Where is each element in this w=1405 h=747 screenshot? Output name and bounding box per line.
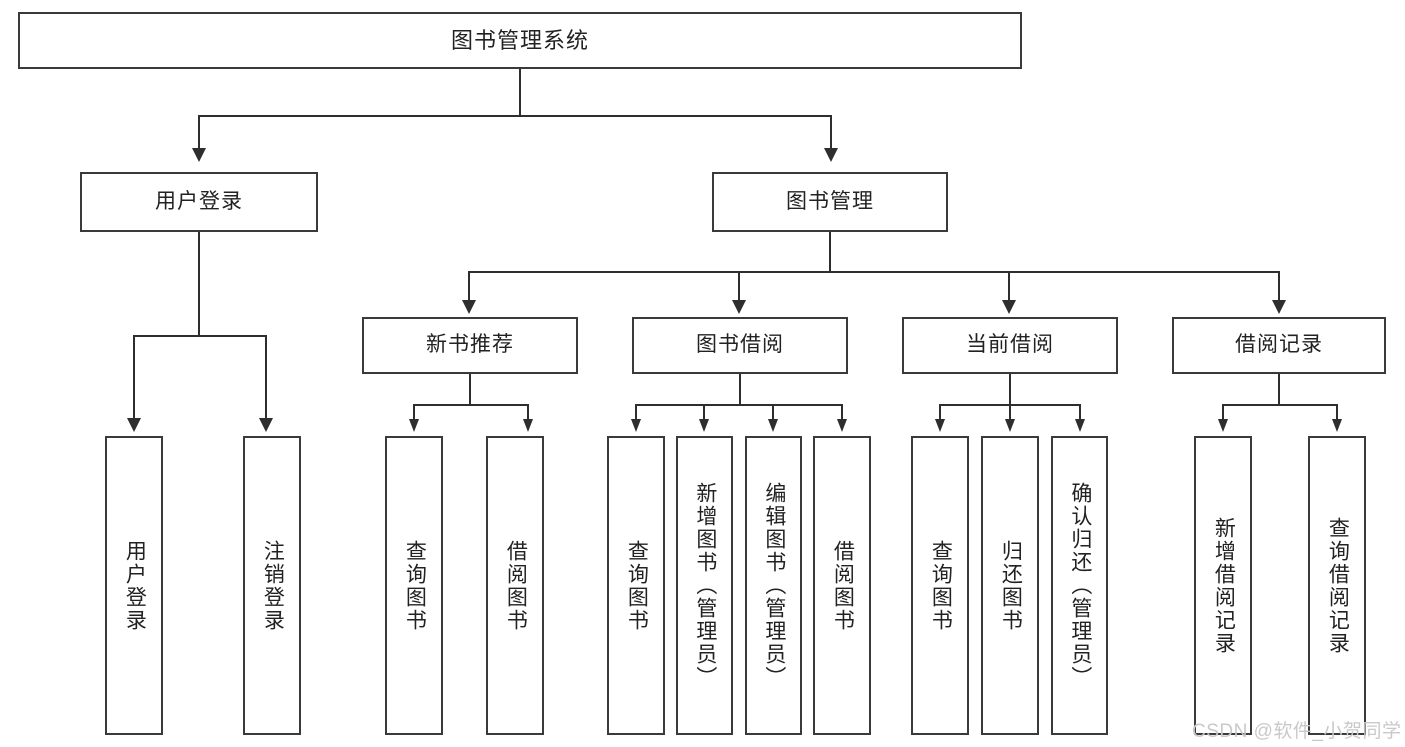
connector-to-book-borrow — [738, 271, 740, 301]
node-label: 归还图书 — [999, 539, 1023, 632]
node-label: 借阅图书 — [831, 539, 855, 632]
arrowhead-leaf-edit-book — [768, 419, 778, 432]
arrowhead-leaf-return-book — [1005, 419, 1015, 432]
connector-to-leaf-logout-login — [265, 335, 267, 419]
node-label: 查询图书 — [929, 539, 953, 632]
connector-to-leaf-edit-book — [772, 404, 774, 420]
connector-user-login-stem — [198, 232, 200, 336]
leaf-borrow-book-2[interactable]: 借阅图书 — [813, 436, 871, 735]
connector-root-bus — [198, 115, 832, 117]
node-label: 新增借阅记录 — [1212, 516, 1236, 655]
arrowhead-borrow-record — [1272, 300, 1286, 314]
connector-to-leaf-borrow-book-2 — [841, 404, 843, 420]
connector-to-leaf-add-book — [703, 404, 705, 420]
node-label: 查询图书 — [403, 539, 427, 632]
leaf-query-record[interactable]: 查询借阅记录 — [1308, 436, 1366, 735]
leaf-add-record[interactable]: 新增借阅记录 — [1194, 436, 1252, 735]
node-label: 新增图书（管理员） — [693, 482, 717, 689]
connector-to-leaf-return-book — [1009, 404, 1011, 420]
arrowhead-leaf-logout-login — [259, 418, 273, 432]
connector-new-book-recommend-stem — [469, 374, 471, 405]
arrowhead-book-borrow — [732, 300, 746, 314]
arrowhead-leaf-borrow-book-1 — [523, 419, 533, 432]
connector-new-book-recommend-bus — [413, 404, 529, 406]
node-label: 用户登录 — [155, 189, 243, 213]
arrowhead-leaf-confirm-return — [1075, 419, 1085, 432]
csdn-watermark: CSDN @软件_小贺同学 — [1192, 721, 1402, 742]
connector-to-borrow-record — [1278, 271, 1280, 301]
leaf-query-book-3[interactable]: 查询图书 — [911, 436, 969, 735]
leaf-query-book-2[interactable]: 查询图书 — [607, 436, 665, 735]
arrowhead-current-borrow — [1002, 300, 1016, 314]
arrowhead-leaf-borrow-book-2 — [837, 419, 847, 432]
connector-to-leaf-add-record — [1222, 404, 1224, 420]
arrowhead-book-management — [824, 148, 838, 162]
connector-to-new-book-recommend — [468, 271, 470, 301]
connector-root-to-user-login — [198, 115, 200, 151]
node-new-book-recommend[interactable]: 新书推荐 — [362, 317, 578, 374]
connector-to-leaf-query-record — [1336, 404, 1338, 420]
connector-book-management-stem — [829, 232, 831, 272]
connector-to-current-borrow — [1008, 271, 1010, 301]
node-label: 编辑图书（管理员） — [762, 482, 786, 689]
node-label: 图书借阅 — [696, 333, 784, 357]
connector-book-borrow-stem — [739, 374, 741, 405]
arrowhead-leaf-query-record — [1332, 419, 1342, 432]
connector-book-borrow-bus — [635, 404, 843, 406]
arrowhead-new-book-recommend — [462, 300, 476, 314]
node-label: 查询图书 — [625, 539, 649, 632]
node-current-borrow[interactable]: 当前借阅 — [902, 317, 1118, 374]
node-user-login[interactable]: 用户登录 — [80, 172, 318, 232]
leaf-return-book[interactable]: 归还图书 — [981, 436, 1039, 735]
connector-to-leaf-user-login — [133, 335, 135, 419]
connector-root-stem — [519, 69, 521, 116]
leaf-edit-book[interactable]: 编辑图书（管理员） — [745, 436, 802, 735]
connector-root-to-book-management — [830, 115, 832, 151]
connector-to-leaf-confirm-return — [1079, 404, 1081, 420]
leaf-query-book-1[interactable]: 查询图书 — [385, 436, 443, 735]
node-label: 图书管理 — [786, 189, 874, 213]
arrowhead-leaf-add-book — [699, 419, 709, 432]
leaf-user-login[interactable]: 用户登录 — [105, 436, 163, 735]
connector-level3-bus — [468, 271, 1280, 273]
node-label: 借阅图书 — [504, 539, 528, 632]
connector-to-leaf-borrow-book-1 — [527, 404, 529, 420]
arrowhead-leaf-query-book-1 — [409, 419, 419, 432]
connector-borrow-record-bus — [1222, 404, 1338, 406]
node-label: 图书管理系统 — [450, 27, 589, 53]
node-label: 用户登录 — [123, 539, 147, 632]
connector-to-leaf-query-book-3 — [939, 404, 941, 420]
leaf-logout-login[interactable]: 注销登录 — [243, 436, 301, 735]
connector-to-leaf-query-book-2 — [635, 404, 637, 420]
connector-user-login-bus — [133, 335, 267, 337]
arrowhead-leaf-add-record — [1218, 419, 1228, 432]
node-borrow-record[interactable]: 借阅记录 — [1172, 317, 1386, 374]
arrowhead-leaf-user-login — [127, 418, 141, 432]
node-label: 新书推荐 — [426, 333, 514, 357]
arrowhead-leaf-query-book-2 — [631, 419, 641, 432]
node-label: 确认归还（管理员） — [1068, 482, 1092, 689]
node-root-system[interactable]: 图书管理系统 — [18, 12, 1022, 69]
arrowhead-leaf-query-book-3 — [935, 419, 945, 432]
leaf-add-book[interactable]: 新增图书（管理员） — [676, 436, 733, 735]
connector-current-borrow-stem — [1009, 374, 1011, 405]
connector-borrow-record-stem — [1278, 374, 1280, 405]
node-label: 注销登录 — [261, 539, 285, 632]
arrowhead-user-login — [192, 148, 206, 162]
node-label: 借阅记录 — [1235, 333, 1323, 357]
leaf-borrow-book-1[interactable]: 借阅图书 — [486, 436, 544, 735]
node-book-management[interactable]: 图书管理 — [712, 172, 948, 232]
node-book-borrow[interactable]: 图书借阅 — [632, 317, 848, 374]
connector-to-leaf-query-book-1 — [413, 404, 415, 420]
node-label: 查询借阅记录 — [1326, 516, 1350, 655]
node-label: 当前借阅 — [966, 333, 1054, 357]
leaf-confirm-return[interactable]: 确认归还（管理员） — [1051, 436, 1108, 735]
